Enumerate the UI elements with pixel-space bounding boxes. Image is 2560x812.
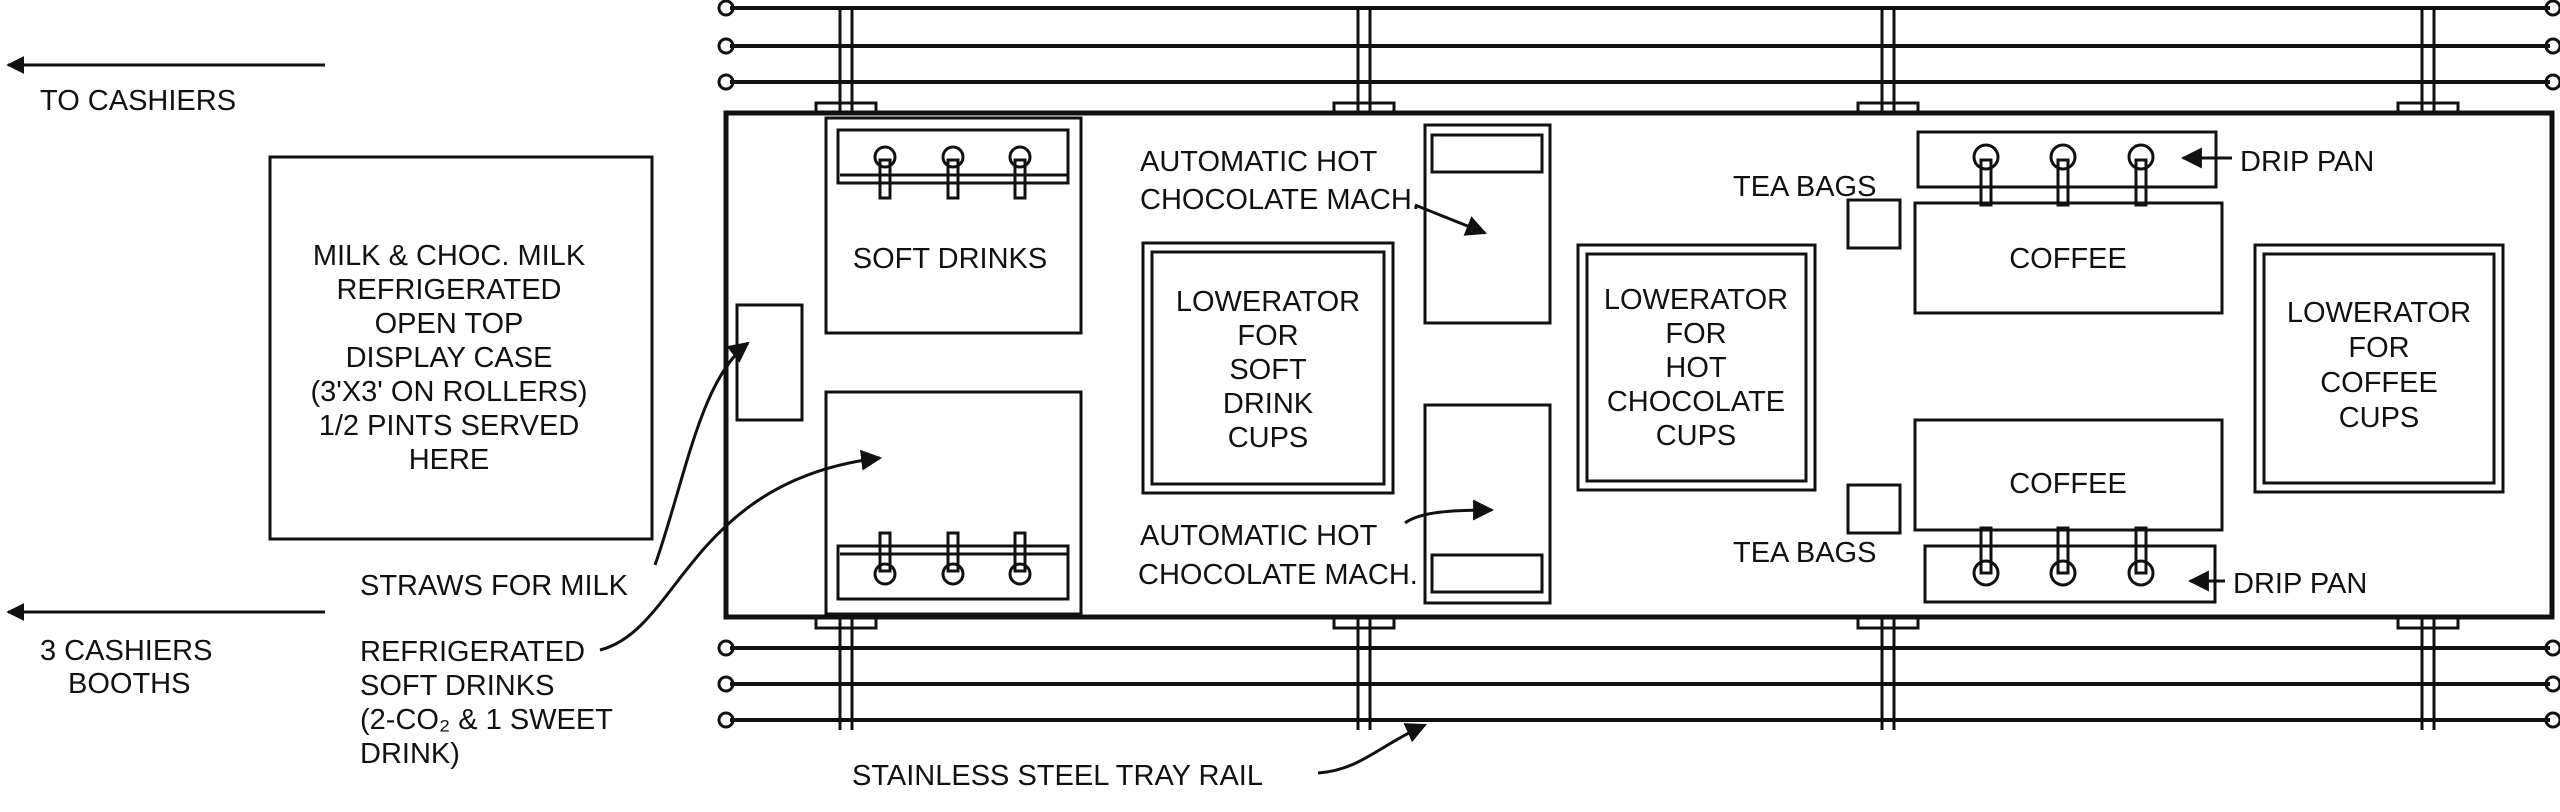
straws-leader [653,341,750,566]
label-to-cashiers: TO CASHIERS [40,85,236,117]
lowerator-soft-drink-box [1141,241,1395,495]
soft-drink-dispenser-top [824,116,1083,335]
label-lowerator-soft-4: DRINK [1223,388,1314,420]
hot-chocolate-machine-bottom [1423,403,1552,605]
label-coffee-top: COFFEE [2009,243,2127,275]
label-refrig-soft-2: SOFT DRINKS [360,670,554,702]
label-lowerator-coffee-4: CUPS [2339,402,2420,434]
auto-hot-choc-bottom-leader [1404,499,1495,525]
label-cashiers-booths-1: 3 CASHIERS [40,635,212,667]
label-milk-case-7: HERE [409,444,490,476]
label-drip-pan-top: DRIP PAN [2240,146,2374,178]
lowerator-coffee-box [2253,243,2505,494]
label-milk-case-1: MILK & CHOC. MILK [313,240,586,272]
label-milk-case-2: REFRIGERATED [336,274,561,306]
label-milk-case-6: 1/2 PINTS SERVED [319,410,580,442]
label-refrig-soft-4: DRINK) [360,738,460,770]
tea-bags-box-top [1846,198,1902,250]
label-milk-case-5: (3'X3' ON ROLLERS) [311,376,588,408]
label-cashiers-booths-2: BOOTHS [68,668,190,700]
label-drip-pan-bottom: DRIP PAN [2233,568,2367,600]
auto-hot-choc-top-leader [1414,203,1487,236]
label-lowerator-coffee-2: FOR [2348,332,2409,364]
label-auto-hot-choc-bottom-1: AUTOMATIC HOT [1140,520,1378,552]
label-milk-case-3: OPEN TOP [375,308,524,340]
label-auto-hot-choc-bottom-2: CHOCOLATE MACH. [1138,559,1418,591]
label-milk-case-4: DISPLAY CASE [346,342,553,374]
milk-display-case [268,155,654,541]
tray-rail-bottom [717,616,2560,730]
coffee-urn-top [1913,130,2224,315]
tray-rail-leader [1317,723,1427,775]
coffee-urn-bottom [1913,418,2224,604]
tea-bags-box-bottom [1846,483,1902,535]
label-lowerator-hot-5: CUPS [1656,420,1737,452]
refrigerated-soft-drink-dispenser [824,390,1083,616]
label-soft-drinks: SOFT DRINKS [853,243,1047,275]
label-refrig-soft-3: (2-CO₂ & 1 SWEET [360,704,613,736]
label-lowerator-hot-3: HOT [1665,352,1727,384]
label-lowerator-hot-2: FOR [1665,318,1726,350]
label-lowerator-soft-5: CUPS [1228,422,1309,454]
label-straws: STRAWS FOR MILK [360,570,629,602]
straw-dispenser [735,303,804,422]
label-lowerator-soft-1: LOWERATOR [1176,286,1360,318]
serving-counter [723,110,2555,620]
label-lowerator-coffee-3: COFFEE [2320,367,2438,399]
label-lowerator-hot-1: LOWERATOR [1604,284,1788,316]
hot-chocolate-machine-top [1423,123,1552,325]
label-lowerator-soft-3: SOFT [1229,354,1307,386]
label-auto-hot-choc-top-1: AUTOMATIC HOT [1140,146,1378,178]
label-lowerator-hot-4: CHOCOLATE [1607,386,1785,418]
label-coffee-bottom: COFFEE [2009,468,2127,500]
tray-rail-top [717,0,2560,115]
refrigerated-soft-drinks-leader [599,449,883,652]
lowerator-hot-chocolate-box [1576,243,1817,492]
label-tea-bags-top: TEA BAGS [1733,171,1876,203]
label-auto-hot-choc-top-2: CHOCOLATE MACH. [1140,184,1420,216]
label-tray-rail: STAINLESS STEEL TRAY RAIL [852,760,1263,792]
label-tea-bags-bottom: TEA BAGS [1733,537,1876,569]
label-lowerator-coffee-1: LOWERATOR [2287,297,2471,329]
label-lowerator-soft-2: FOR [1237,320,1298,352]
label-refrig-soft-1: REFRIGERATED [360,636,585,668]
